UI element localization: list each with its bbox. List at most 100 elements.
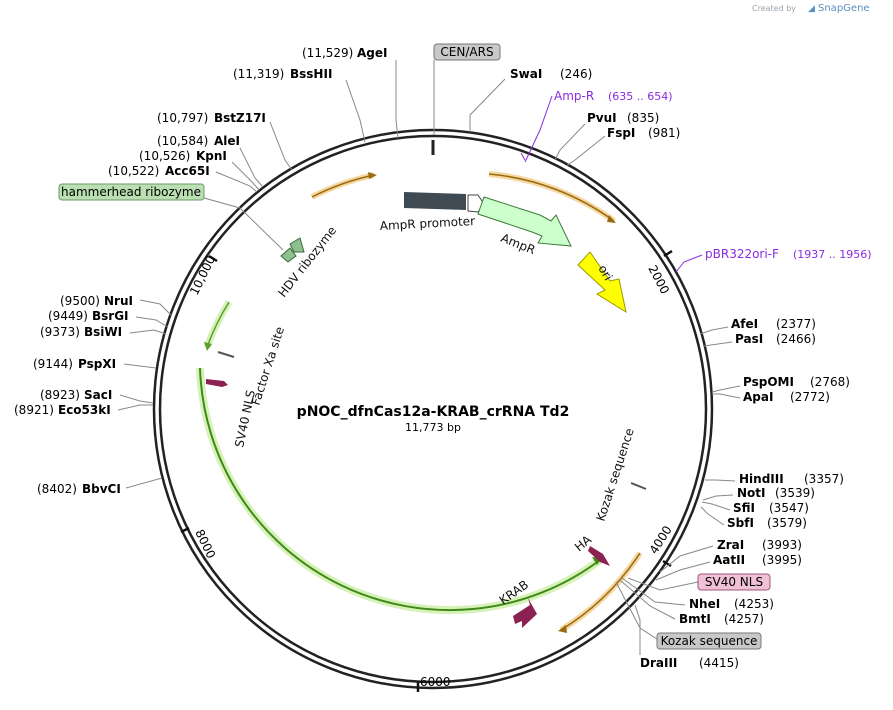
cas-orf-arc-small-head <box>204 342 212 351</box>
site-hindiii-pos: (3357) <box>804 472 844 486</box>
krab-feature <box>513 598 537 628</box>
lead-pspxi <box>123 363 157 369</box>
ha-feature <box>588 546 610 566</box>
site-agei-pos: (11,529) <box>302 46 353 60</box>
site-bsiwi-pos: (9373) <box>40 325 80 339</box>
lead-nhei <box>621 577 686 606</box>
tick-2000-mark <box>663 249 673 258</box>
ampr-primer-mark <box>520 152 527 163</box>
site-agei-name: AgeI <box>357 46 387 60</box>
site-fspi-name: FspI <box>607 126 635 140</box>
site-nhei-name: NheI <box>689 597 720 611</box>
primer-pbr322-name: pBR322ori-F <box>705 247 779 261</box>
ori-feature <box>577 251 627 314</box>
boxed-labels: CEN/ARS hammerhead ribozyme SV40 NLS Koz… <box>58 43 771 650</box>
site-bstz17i-pos: (10,797) <box>157 111 208 125</box>
lead-noti <box>702 494 734 501</box>
lead-bmti <box>619 579 676 620</box>
lead-ampr-primer <box>525 95 553 161</box>
site-bbvci-pos: (8402) <box>37 482 77 496</box>
site-draiii-name: DraIII <box>640 656 677 670</box>
lead-saci <box>119 394 154 404</box>
primer-ampr-name: Amp-R <box>554 89 594 103</box>
lead-apai <box>712 393 741 399</box>
site-bbvci-name: BbvCI <box>82 482 121 496</box>
tick-4000-mark <box>662 559 672 568</box>
sv40-nls-feature-left <box>206 379 228 387</box>
lead-bbvci <box>125 477 163 489</box>
lead-kpni <box>231 161 260 191</box>
lead-brui <box>139 299 173 317</box>
primer-ampr-range: (635 .. 654) <box>608 90 673 103</box>
orf-arc-top-right-head <box>607 215 616 223</box>
orf-arc-bottom-right-line <box>560 552 641 631</box>
site-sfii-pos: (3547) <box>769 501 809 515</box>
site-pspxi-pos: (9144) <box>33 357 73 371</box>
lead-bsrgi <box>135 316 169 328</box>
site-draiii-pos: (4415) <box>699 656 739 670</box>
cenars-label: CEN/ARS <box>440 45 493 59</box>
lead-pasi <box>703 341 733 347</box>
features: AmpR promoter AmpR ori HDV ribozyme Fact… <box>196 171 647 633</box>
orf-arc-top-left <box>310 172 375 200</box>
site-zrai-pos: (3993) <box>762 538 802 552</box>
kozak-feature <box>630 482 647 490</box>
kozak-box <box>656 632 762 650</box>
site-bmti-name: BmtI <box>679 612 711 626</box>
site-pvui-pos: (835) <box>627 111 659 125</box>
lead-pbr322-primer <box>675 254 703 273</box>
site-noti-name: NotI <box>737 486 766 500</box>
site-pspxi-name: PspXI <box>78 357 116 371</box>
lead-pspomi <box>711 385 741 393</box>
lead-agei <box>395 60 399 139</box>
site-bmti-pos: (4257) <box>724 612 764 626</box>
ori-label: ori <box>595 263 615 284</box>
lead-bsiwi <box>129 329 167 335</box>
plasmid-length: 11,773 bp <box>405 421 461 434</box>
tick-label-6000: 6000 <box>420 675 451 689</box>
primer-pbr322-range: (1937 .. 1956) <box>793 248 872 261</box>
site-swai-pos: (246) <box>560 67 592 81</box>
lead-zrai <box>659 545 714 573</box>
ampr-feature <box>477 196 572 247</box>
site-kpni-pos: (10,526) <box>139 149 190 163</box>
lead-fspi <box>565 135 606 167</box>
site-hindiii-name: HindIII <box>739 472 784 486</box>
lead-hammerhead <box>203 197 284 251</box>
ampr-promoter-label: AmpR promoter <box>379 214 475 233</box>
site-zrai-name: ZraI <box>717 538 744 552</box>
site-sbfi-name: SbfI <box>727 516 754 530</box>
tick-label-10000: 10,000 <box>187 253 218 297</box>
site-acc65i-pos: (10,522) <box>108 164 159 178</box>
hammerhead-label: hammerhead ribozyme <box>61 185 201 199</box>
lead-pvui <box>554 123 586 161</box>
lead-alei <box>239 147 263 187</box>
snapgene-logo-icon: ◢ <box>808 4 815 14</box>
cenars-box <box>433 43 501 61</box>
credit-brand: SnapGene <box>818 3 870 14</box>
site-sbfi-pos: (3579) <box>767 516 807 530</box>
hdv-ribozyme-label: HDV ribozyme <box>275 224 339 300</box>
site-fspi-pos: (981) <box>648 126 680 140</box>
sv40-nls-box-label: SV40 NLS <box>705 575 763 589</box>
orf-arc-top-right-line <box>488 173 615 222</box>
site-apai-pos: (2772) <box>790 390 830 404</box>
backbone <box>152 128 714 690</box>
site-bsrgi-pos: (9449) <box>48 309 88 323</box>
site-labels-right: SwaI (246) PvuI (835) FspI (981) AfeI (2… <box>510 67 850 670</box>
site-afei-pos: (2377) <box>776 317 816 331</box>
site-sfii-name: SfiI <box>733 501 755 515</box>
site-pspomi-name: PspOMI <box>743 375 794 389</box>
site-bstz17i-name: BstZ17I <box>214 111 266 125</box>
site-alei-pos: (10,584) <box>157 134 208 148</box>
site-bsshii-pos: (11,319) <box>233 67 284 81</box>
site-aatii-pos: (3995) <box>762 553 802 567</box>
lead-bsshii <box>345 79 366 143</box>
lead-sfii <box>701 501 731 511</box>
site-kpni-name: KpnI <box>196 149 227 163</box>
site-pasi-pos: (2466) <box>776 332 816 346</box>
lead-afei <box>699 326 729 335</box>
site-eco53ki-name: Eco53kI <box>58 403 111 417</box>
site-swai-name: SwaI <box>510 67 542 81</box>
ampr-label: AmpR <box>499 231 537 257</box>
